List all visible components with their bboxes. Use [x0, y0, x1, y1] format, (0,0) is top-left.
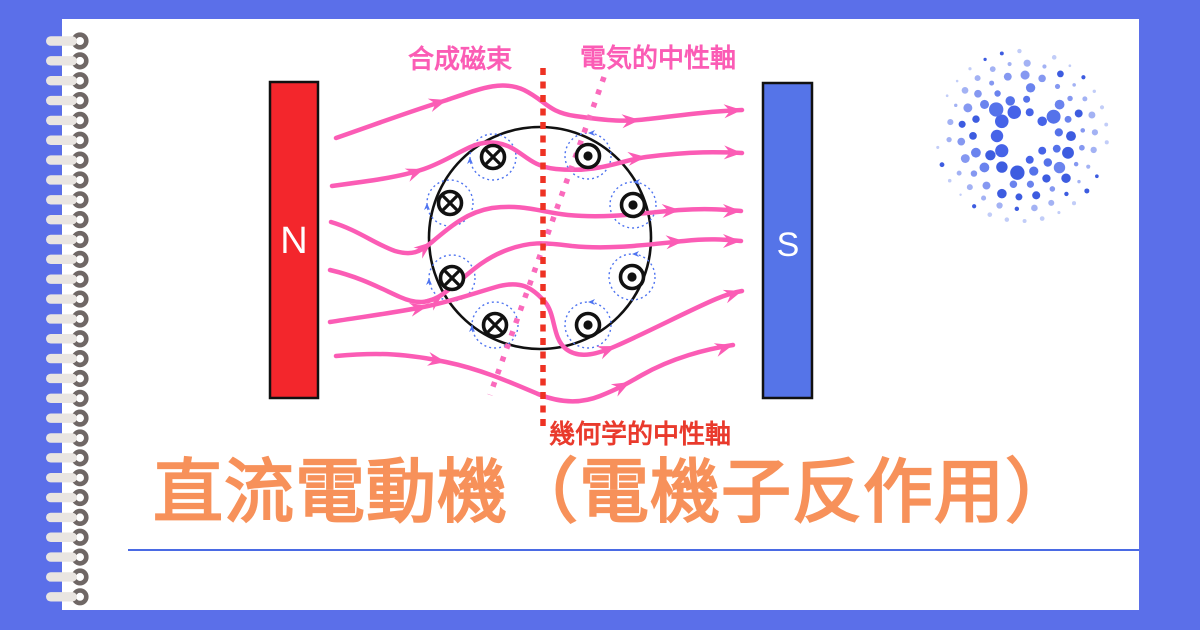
geometric-neutral-axis-label: 幾何学的中性軸 [549, 419, 731, 449]
north-pole-label: N [280, 220, 307, 262]
armature-circle [427, 125, 653, 351]
flux-lines [327, 83, 745, 404]
title-underline [128, 549, 1139, 551]
south-pole-label: S [777, 226, 800, 264]
electrical-neutral-axis-line [487, 76, 607, 396]
north-pole-magnet [268, 80, 320, 400]
resultant-flux-label: 合成磁束 [408, 44, 513, 74]
south-pole-magnet [761, 81, 814, 400]
page-title: 直流電動機（電機子反作用） [153, 453, 1076, 531]
spiral-binding [46, 32, 89, 606]
halftone-logo-icon [936, 48, 1109, 223]
armature-conductors [436, 142, 647, 339]
electrical-neutral-axis-label: 電気的中性軸 [580, 43, 736, 73]
armature-reaction-diagram: N S 合成磁束 電気的中性軸 [268, 43, 814, 449]
